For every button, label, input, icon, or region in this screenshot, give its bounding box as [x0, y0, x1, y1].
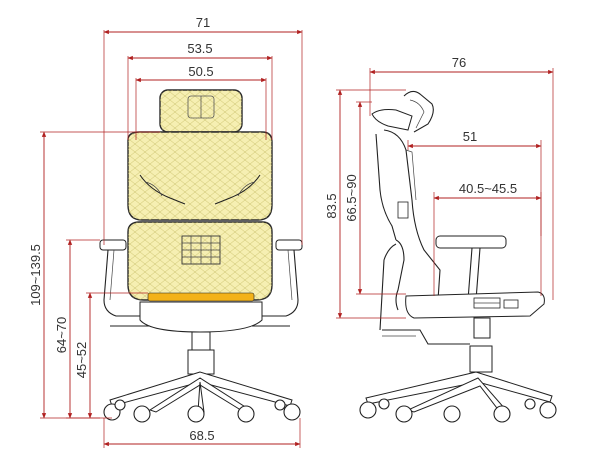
dim-arm-depth: 51 — [463, 129, 477, 144]
dim-total-height: 109~139.5 — [28, 244, 43, 306]
seat-mechanism — [110, 301, 290, 375]
front-view: 71 53.5 50.5 109~139.5 64~70 45~ — [28, 15, 303, 448]
front-wheels — [103, 399, 301, 423]
side-headrest — [371, 90, 434, 133]
dim-back-width: 53.5 — [187, 41, 212, 56]
front-base — [109, 371, 293, 413]
backrest-lower — [127, 221, 273, 301]
front-dimensions: 71 53.5 50.5 109~139.5 64~70 45~ — [28, 15, 303, 448]
dim-back-height: 83.5 — [324, 193, 339, 218]
side-dimensions: 76 51 40.5~45.5 83.5 66.5~90 — [324, 55, 554, 319]
dim-seat-depth: 40.5~45.5 — [459, 181, 517, 196]
dim-headrest-width: 50.5 — [188, 64, 213, 79]
dim-overall-depth: 76 — [452, 55, 466, 70]
backrest-upper — [127, 131, 273, 221]
armrests — [99, 239, 303, 317]
side-armrest — [435, 235, 507, 301]
seat-front-edge — [147, 292, 255, 302]
dim-armrest-height: 64~70 — [54, 317, 69, 354]
dim-seat-height: 45~52 — [74, 342, 89, 379]
side-view: 76 51 40.5~45.5 83.5 66.5~90 — [324, 55, 557, 423]
side-backrest — [375, 129, 441, 331]
dim-overall-width: 71 — [196, 15, 210, 30]
side-wheels — [359, 398, 557, 423]
dim-seat-to-top: 66.5~90 — [344, 174, 359, 221]
dim-base-width: 68.5 — [189, 428, 214, 443]
side-base — [365, 317, 553, 413]
side-seat — [382, 291, 545, 345]
headrest — [159, 89, 243, 139]
